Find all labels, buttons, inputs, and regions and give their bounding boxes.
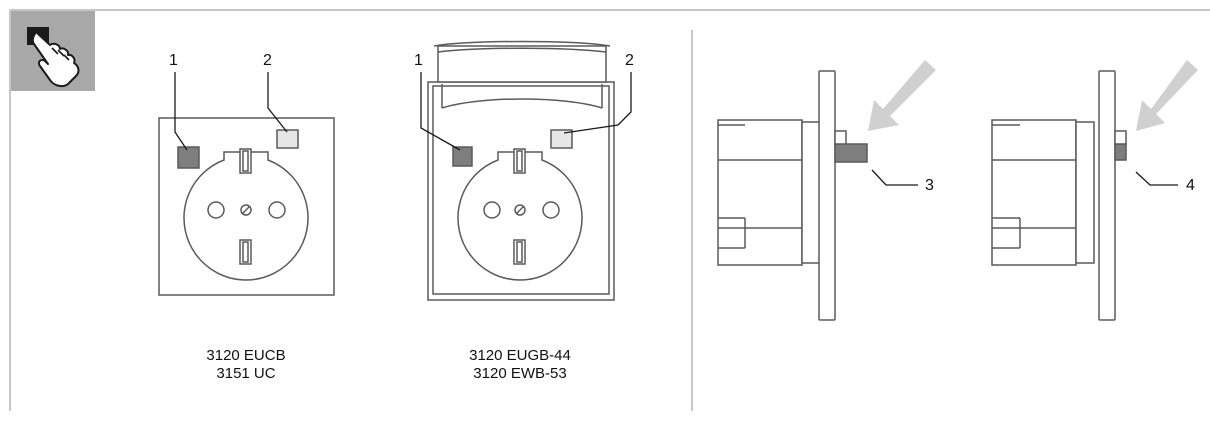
caption-socket-b-line-2: 3120 EWB-53	[473, 365, 567, 382]
press-direction-arrow-icon	[868, 60, 936, 131]
side-view-a	[717, 70, 868, 321]
side-view-b-button	[1114, 143, 1127, 161]
side-view-a-button	[834, 143, 868, 163]
caption-socket-a: 3120 EUCB 3151 UC	[146, 347, 346, 383]
caption-socket-b-line-1: 3120 EUGB-44	[469, 347, 571, 364]
socket-a	[158, 117, 335, 296]
callout-leaders	[174, 72, 632, 151]
press-direction-arrow-icon-2	[1136, 60, 1198, 131]
page-frame	[9, 9, 1210, 411]
callout-1-socket-a: 1	[169, 52, 178, 69]
hand-pressing-button-icon	[11, 11, 95, 91]
callout-1-socket-b: 1	[414, 52, 423, 69]
caption-socket-b: 3120 EUGB-44 3120 EWB-53	[420, 347, 620, 383]
callout-4: 4	[1186, 177, 1195, 194]
callout-2-socket-a: 2	[263, 52, 272, 69]
side-view-b	[991, 70, 1127, 321]
caption-socket-a-line-1: 3120 EUCB	[206, 347, 286, 364]
socket-a-light-button	[276, 129, 299, 149]
callout-3: 3	[925, 177, 934, 194]
callout-leaders-side	[871, 169, 1178, 186]
socket-b	[427, 40, 615, 301]
socket-b-light-button	[550, 129, 573, 149]
socket-b-dark-button	[452, 146, 473, 167]
caption-socket-a-line-2: 3151 UC	[216, 365, 276, 382]
socket-a-dark-button	[177, 146, 200, 169]
callout-2-socket-b: 2	[625, 52, 634, 69]
